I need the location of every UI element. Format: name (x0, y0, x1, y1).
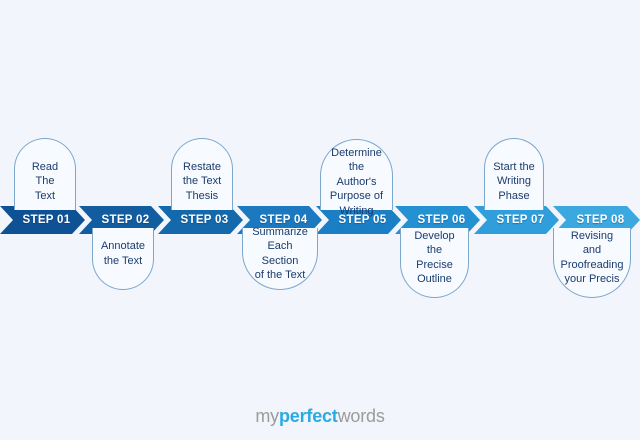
step-chevron-band: STEP 01 STEP 02 STEP 03 STEP 04 STEP 05 STEP … (0, 206, 640, 234)
step-callout-2: Annotate the Text (92, 228, 154, 290)
step-chevron-7[interactable]: STEP 07 (474, 206, 559, 234)
step-chevron-label: STEP 03 (180, 214, 229, 226)
logo-part-words: words (337, 406, 385, 426)
brand-logo: myperfectwords (0, 406, 640, 427)
step-chevron-label: STEP 01 (22, 214, 71, 226)
step-callout-3: Restate the Text Thesis (171, 138, 233, 210)
step-callout-4: Summarize Each Section of the Text (242, 225, 318, 290)
step-chevron-label: STEP 04 (259, 214, 308, 226)
step-callout-text: Annotate the Text (100, 240, 146, 267)
step-chevron-label: STEP 07 (496, 214, 545, 226)
step-callout-1: Read The Text (14, 138, 76, 210)
step-chevron-label: STEP 08 (576, 214, 625, 226)
step-callout-text: Read The Text (31, 160, 59, 202)
step-callout-text: Start the Writing Phase (493, 160, 535, 202)
logo-part-my: my (255, 406, 279, 426)
step-chevron-label: STEP 05 (338, 214, 387, 226)
logo-part-perfect: perfect (278, 406, 338, 426)
step-chevron-3[interactable]: STEP 03 (158, 206, 243, 234)
step-chevron-5[interactable]: STEP 05 (316, 206, 401, 234)
step-callout-text: Summarize Each Section of the Text (252, 225, 308, 282)
step-chevron-label: STEP 06 (417, 214, 466, 226)
step-callout-7: Start the Writing Phase (484, 138, 544, 210)
step-chevron-1[interactable]: STEP 01 (0, 206, 85, 234)
step-callout-6: Develop the Precise Outline (400, 228, 469, 298)
step-chevron-label: STEP 02 (101, 214, 150, 226)
step-callout-text: Restate the Text Thesis (182, 160, 222, 202)
step-callout-text: Determine the Author's Purpose of Writin… (329, 146, 384, 217)
step-callout-8: Revising and Proofreading your Precis (553, 228, 631, 298)
step-callout-text: Revising and Proofreading your Precis (560, 229, 624, 286)
step-callout-text: Develop the Precise Outline (414, 229, 455, 286)
step-callout-5: Determine the Author's Purpose of Writin… (320, 139, 393, 217)
